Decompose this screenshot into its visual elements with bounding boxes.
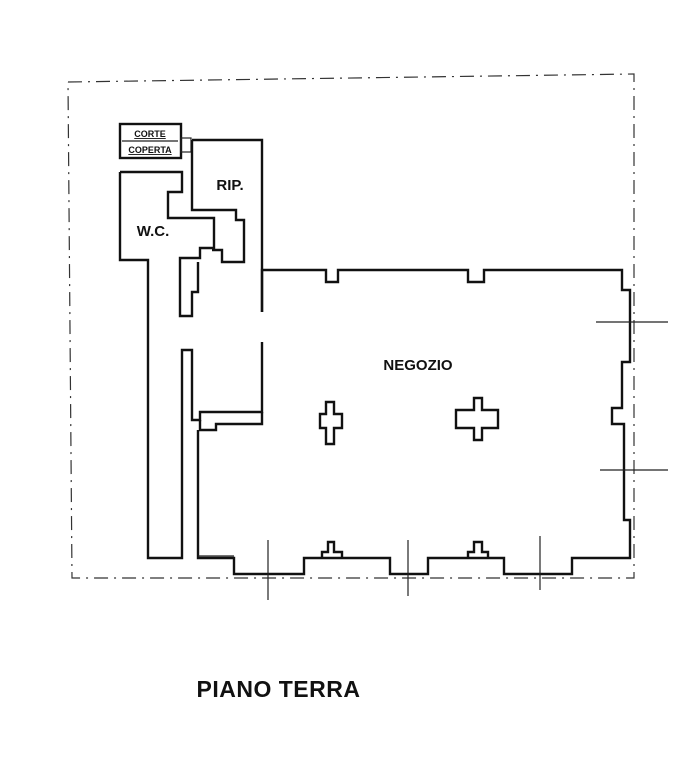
wc-walls (120, 170, 216, 318)
corte-door (180, 137, 192, 153)
lot-boundary (67, 73, 635, 579)
ripostiglio-walls (192, 138, 264, 312)
pillar-west (318, 400, 344, 446)
negozio-label: NEGOZIO (383, 357, 453, 374)
ripostiglio-inner (190, 140, 246, 264)
pillar-east (454, 396, 500, 442)
corridor-inner (198, 412, 264, 432)
floor-title: PIANO TERRA (196, 676, 361, 702)
column-south-2 (466, 540, 490, 558)
corridor-east-wall (212, 342, 264, 414)
corridor-west-wall (118, 172, 212, 560)
wc-label: W.C. (137, 223, 170, 240)
column-south-1 (320, 540, 344, 558)
corte-label-line1: CORTE (134, 129, 166, 139)
rip-label: RIP. (216, 177, 243, 194)
negozio-walls (196, 268, 632, 576)
corte-label-line2: COPERTA (128, 145, 172, 155)
